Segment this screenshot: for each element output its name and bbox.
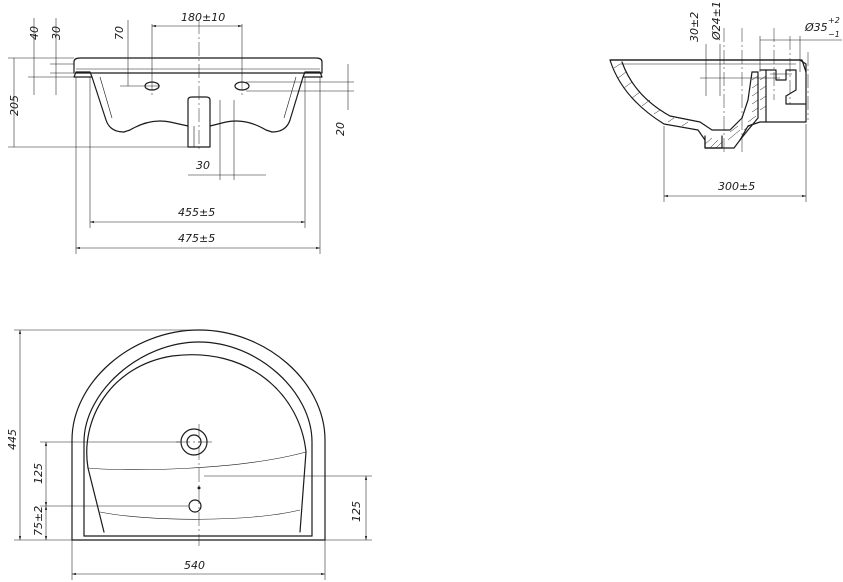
side-bowl-outer bbox=[609, 59, 807, 149]
dim-top-125-left-label: 125 bbox=[32, 463, 45, 484]
dim-side-35: Ø35 +2 −1 bbox=[759, 16, 842, 72]
dim-205-label: 205 bbox=[8, 95, 21, 116]
dim-side-30: 30±2 bbox=[688, 12, 780, 96]
dim-side-24: Ø24±1 bbox=[710, 1, 723, 96]
dim-top-125-right: 125 bbox=[204, 475, 372, 541]
side-bowl-inner bbox=[621, 61, 753, 131]
side-view: 30±2 Ø24±1 Ø35 +2 −1 300±5 bbox=[609, 1, 842, 202]
side-drain-outlet bbox=[704, 125, 741, 149]
dim-455: 455±5 bbox=[89, 77, 306, 228]
dim-side-24-label: Ø24±1 bbox=[710, 1, 723, 41]
dim-top-75: 75±2 bbox=[32, 506, 48, 540]
dim-top-75-label: 75±2 bbox=[32, 506, 45, 536]
dim-475: 475±5 bbox=[75, 77, 321, 254]
dim-top-125-left: 125 bbox=[32, 441, 188, 507]
dim-top-445: 445 bbox=[6, 329, 199, 541]
top-overflow-dot bbox=[197, 486, 201, 490]
front-view: 40 30 70 180±10 205 bbox=[8, 11, 354, 254]
dim-475-label: 475±5 bbox=[178, 232, 215, 245]
dim-side-300-label: 300±5 bbox=[718, 180, 755, 193]
dim-30-top-label: 30 bbox=[50, 26, 63, 40]
top-outer-outline bbox=[71, 329, 326, 541]
dim-205: 205 bbox=[8, 57, 188, 148]
side-tap-deck bbox=[765, 69, 807, 105]
dim-20: 20 bbox=[246, 64, 354, 136]
dim-40: 40 bbox=[28, 18, 74, 95]
dim-180: 180±10 bbox=[151, 11, 243, 76]
dim-side-35-tol-upper: +2 bbox=[828, 16, 840, 25]
top-bowl-basin bbox=[86, 354, 307, 533]
dim-30-bottom: 30 bbox=[188, 100, 266, 180]
dim-20-label: 20 bbox=[334, 122, 347, 136]
dim-top-540: 540 bbox=[71, 540, 326, 580]
dim-70: 70 bbox=[113, 20, 160, 87]
dim-70-label: 70 bbox=[113, 26, 126, 40]
top-rim-inner bbox=[83, 341, 313, 537]
dim-side-30-label: 30±2 bbox=[688, 12, 701, 42]
dim-side-300: 300±5 bbox=[663, 124, 807, 202]
top-view: 445 125 75±2 125 540 bbox=[6, 329, 372, 580]
dim-top-540-label: 540 bbox=[184, 559, 205, 572]
front-rim bbox=[73, 57, 323, 78]
dim-455-label: 455±5 bbox=[178, 206, 215, 219]
top-drain bbox=[188, 499, 202, 513]
dim-side-35-tol-lower: −1 bbox=[828, 30, 840, 39]
dim-180-label: 180±10 bbox=[181, 11, 225, 24]
dim-top-445-label: 445 bbox=[6, 429, 19, 450]
dim-side-35-label: Ø35 bbox=[804, 21, 828, 34]
dim-top-125-right-label: 125 bbox=[350, 501, 363, 522]
dim-30-top: 30 bbox=[50, 18, 74, 95]
dim-30-bottom-label: 30 bbox=[196, 159, 210, 172]
front-bowl-body bbox=[91, 76, 304, 133]
dim-40-label: 40 bbox=[28, 26, 41, 40]
side-overflow-channel bbox=[739, 69, 767, 141]
